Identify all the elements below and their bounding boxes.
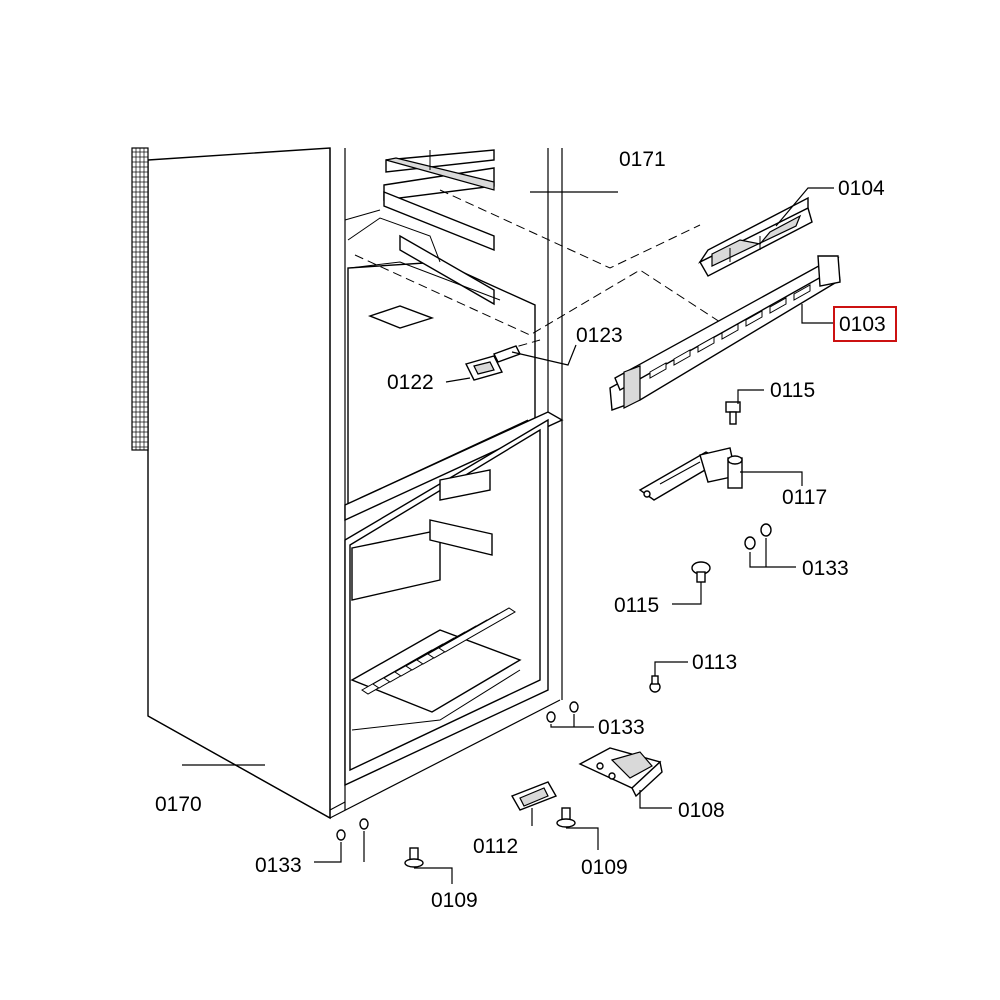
- label-0133-left: 0133: [255, 854, 302, 877]
- label-0113: 0113: [692, 651, 737, 674]
- label-0109-right: 0109: [581, 856, 628, 879]
- label-0108: 0108: [678, 799, 725, 822]
- label-0123: 0123: [576, 324, 623, 347]
- fridge-cabinet: [131, 147, 564, 820]
- label-0104: 0104: [838, 177, 885, 200]
- leader-lines: [182, 187, 834, 884]
- shelf-rails: [347, 149, 501, 306]
- part-0104-cover: [697, 196, 813, 277]
- part-0115-screw-lower: [691, 561, 711, 583]
- part-0112-cover: [510, 781, 558, 811]
- label-0115-lower: 0115: [614, 594, 659, 617]
- part-0109-screw-right: [556, 807, 576, 828]
- label-0112: 0112: [473, 835, 518, 858]
- part-0133-washers: [336, 523, 772, 841]
- label-0133-middle: 0133: [598, 716, 645, 739]
- label-0117: 0117: [782, 486, 827, 509]
- part-0108-bottom-hinge: [578, 747, 663, 798]
- part-0115-screw-upper: [725, 401, 741, 425]
- part-0122-block: [464, 355, 504, 381]
- label-0170: 0170: [155, 793, 202, 816]
- label-0115-upper: 0115: [770, 379, 815, 402]
- part-0103-hinge-rail: [609, 255, 841, 411]
- part-0109-screw-left: [404, 847, 424, 868]
- highlight-box-0103: [833, 306, 897, 342]
- freezer-floor-grid: [350, 607, 522, 731]
- label-0171: 0171: [619, 148, 666, 171]
- part-labels: 0171 0104 0103 0123 0122 0115 0117 0133 …: [155, 148, 886, 912]
- label-0133-right: 0133: [802, 557, 849, 580]
- label-0122: 0122: [387, 371, 434, 394]
- condenser-grid: [131, 147, 149, 451]
- part-0113-screw: [649, 675, 661, 693]
- part-0117-hinge-arm: [638, 447, 743, 501]
- label-0103: 0103: [839, 313, 886, 336]
- label-0109-left: 0109: [431, 889, 478, 912]
